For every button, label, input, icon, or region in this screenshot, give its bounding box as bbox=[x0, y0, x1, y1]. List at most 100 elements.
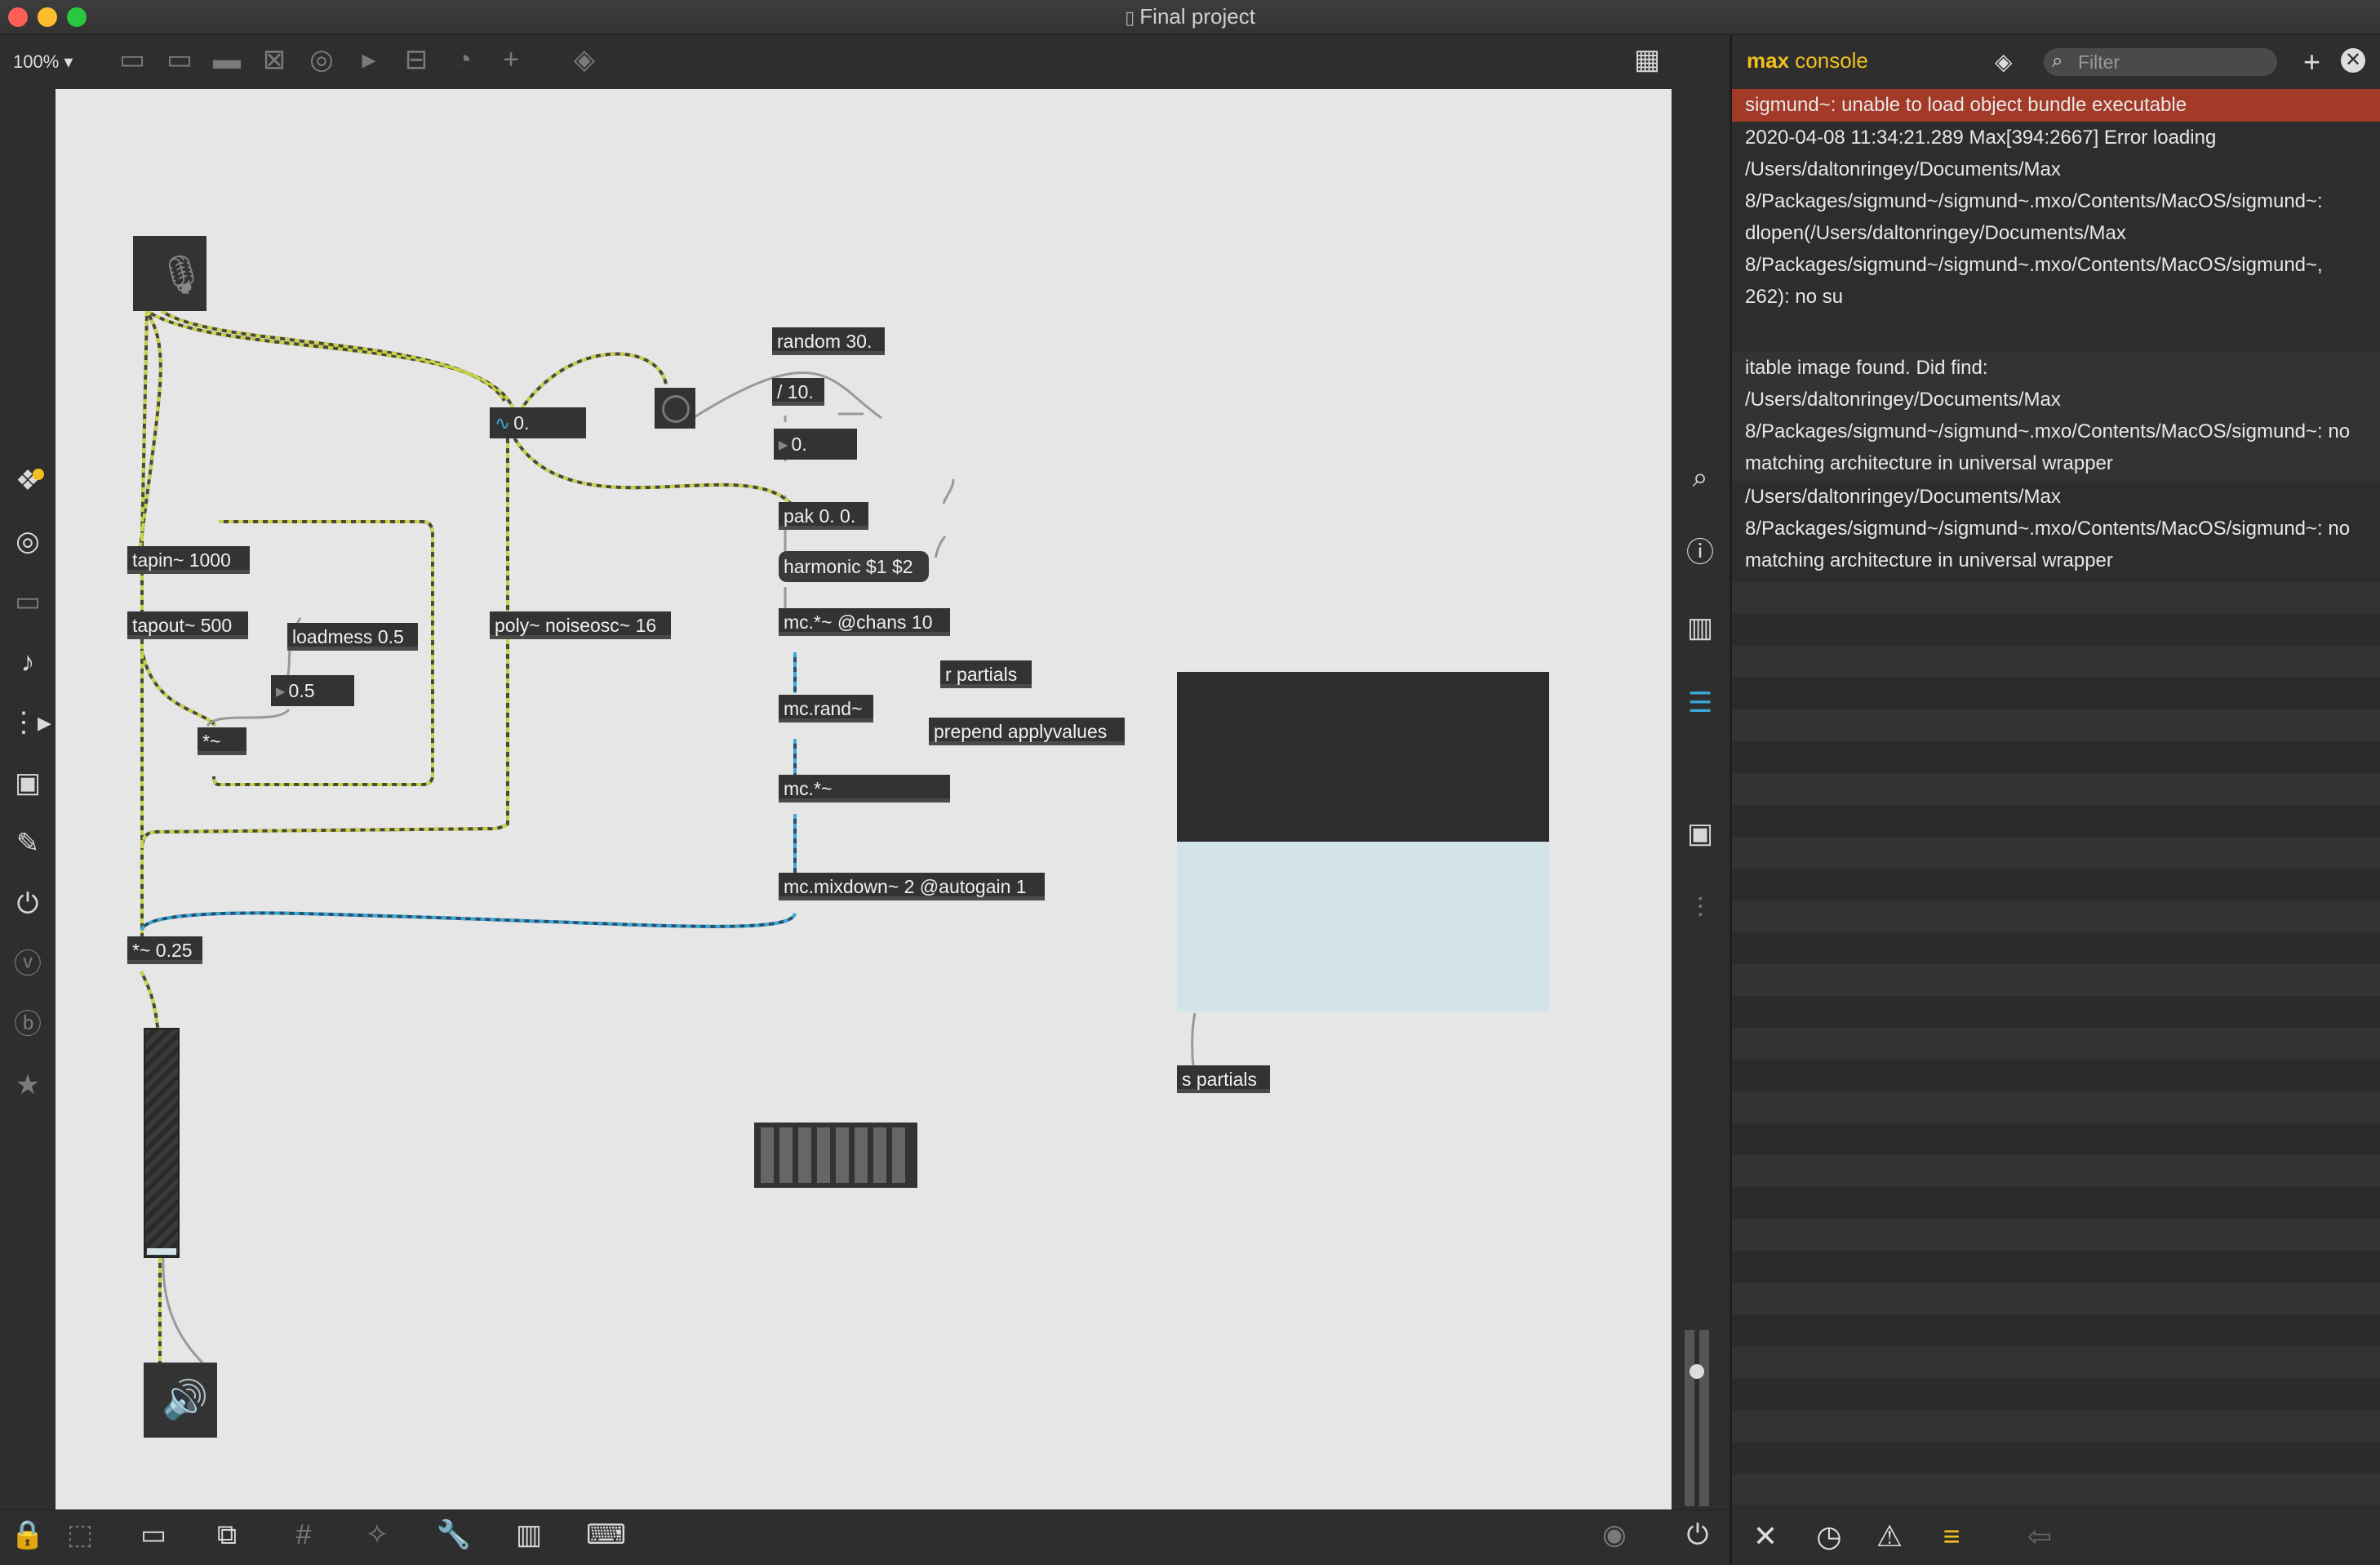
minimize-window-button[interactable] bbox=[38, 7, 57, 27]
snapshot-camera-icon[interactable]: ▣ bbox=[1686, 818, 1714, 849]
mc-mult-object[interactable]: mc.*~ bbox=[779, 775, 950, 803]
microphone-icon: 🎙 bbox=[158, 253, 206, 296]
beap-icon[interactable]: ⓑ bbox=[14, 1009, 42, 1040]
signal-number-value: 0. bbox=[513, 412, 530, 433]
button-object-icon[interactable]: ◎ bbox=[309, 44, 334, 75]
wrench-icon[interactable]: 🔧 bbox=[436, 1519, 472, 1550]
button-matrix[interactable] bbox=[754, 1123, 917, 1188]
music-note-icon[interactable]: ♪ bbox=[20, 647, 35, 678]
new-object-icon[interactable]: ▭ bbox=[118, 44, 146, 75]
target-icon[interactable]: ◎ bbox=[16, 526, 40, 557]
close-window-button[interactable] bbox=[8, 7, 28, 27]
audio-power-icon[interactable]: ⏻ bbox=[1686, 1519, 1709, 1550]
show-all-icon[interactable]: ≡ bbox=[1943, 1519, 1960, 1553]
piano-icon[interactable]: ▥ bbox=[515, 1519, 543, 1550]
divide-object[interactable]: / 10. bbox=[772, 378, 824, 406]
patcher-canvas[interactable]: 🎙 🔊 random 30. / 10. ▸0. pak 0. 0. harmo… bbox=[56, 89, 1672, 1509]
dac-speaker-object[interactable]: 🔊 bbox=[144, 1363, 217, 1438]
console-empty-row bbox=[1732, 1123, 2380, 1155]
clear-console-icon[interactable]: ✕ bbox=[1752, 1519, 1778, 1553]
mc-mixdown-object[interactable]: mc.mixdown~ 2 @autogain 1 bbox=[779, 873, 1045, 900]
gain-slider-level bbox=[147, 1248, 176, 1255]
console-filter-field[interactable]: ⌕ Filter bbox=[2044, 48, 2277, 76]
add-object-icon[interactable]: + bbox=[503, 44, 519, 75]
zoom-menu[interactable]: 100% ▾ bbox=[13, 51, 73, 72]
new-view-icon[interactable]: ⧉ bbox=[216, 1519, 238, 1550]
bang-button[interactable] bbox=[655, 388, 695, 429]
grid-icon[interactable]: # bbox=[295, 1519, 312, 1550]
console-message-1[interactable]: 2020-04-08 11:34:21.289 Max[394:2667] Er… bbox=[1732, 122, 2380, 352]
favorites-star-icon[interactable]: ★ bbox=[15, 1069, 41, 1100]
dial-icon[interactable]: ◔ bbox=[455, 44, 473, 75]
poly-noiseosc-object[interactable]: poly~ noiseosc~ 16 bbox=[490, 611, 671, 639]
timestamp-clock-icon[interactable]: ◷ bbox=[1816, 1519, 1842, 1553]
mult-signal-object[interactable]: *~ bbox=[198, 727, 246, 755]
console-list-icon[interactable]: ☰ bbox=[1687, 687, 1713, 718]
mc-rand-object[interactable]: mc.rand~ bbox=[779, 695, 873, 722]
paint-bucket-icon[interactable]: ◈ bbox=[573, 44, 596, 75]
autoconnect-icon[interactable]: ✧ bbox=[365, 1519, 389, 1550]
adc-microphone-object[interactable]: 🎙 bbox=[133, 236, 206, 311]
paperclip-icon[interactable]: ✎ bbox=[16, 828, 40, 859]
number-box-icon[interactable]: ▸ bbox=[362, 44, 376, 75]
console-empty-row bbox=[1732, 1187, 2380, 1219]
back-arrow-icon[interactable]: ⇦ bbox=[2027, 1519, 2053, 1553]
add-icon[interactable]: + bbox=[2303, 45, 2321, 78]
plug-icon[interactable]: ⏻ bbox=[16, 888, 39, 919]
toggle-icon[interactable]: ⊠ bbox=[262, 44, 286, 75]
grid-view-icon[interactable]: ▦ bbox=[1633, 44, 1661, 75]
close-console-icon[interactable]: ✕ bbox=[2341, 48, 2365, 73]
console-empty-row bbox=[1732, 1442, 2380, 1474]
zoom-window-button[interactable] bbox=[67, 7, 87, 27]
pak-object[interactable]: pak 0. 0. bbox=[779, 502, 868, 530]
console-empty-row bbox=[1732, 678, 2380, 709]
mult-quarter-object[interactable]: *~ 0.25 bbox=[127, 936, 202, 964]
multislider-values bbox=[1177, 842, 1549, 1011]
sequencer-icon[interactable]: ⋮▸ bbox=[10, 707, 52, 738]
level-meter-left bbox=[1685, 1330, 1694, 1506]
multislider-background bbox=[1177, 672, 1549, 842]
edit-mode-icon[interactable]: ⬚ bbox=[66, 1519, 94, 1550]
half-number-box[interactable]: ▸0.5 bbox=[271, 675, 354, 706]
console-error-row[interactable]: sigmund~: unable to load object bundle e… bbox=[1732, 89, 2380, 122]
console-empty-row bbox=[1732, 1314, 2380, 1346]
harmonic-message[interactable]: harmonic $1 $2 bbox=[779, 551, 929, 582]
reference-book-icon[interactable]: ▥ bbox=[1686, 612, 1714, 643]
float-number-box[interactable]: ▸0. bbox=[774, 429, 857, 460]
console-message-2[interactable]: itable image found. Did find: /Users/dal… bbox=[1732, 352, 2380, 481]
loadmess-object[interactable]: loadmess 0.5 bbox=[287, 623, 418, 651]
mixer-icon[interactable]: ⫶ bbox=[1696, 893, 1704, 924]
lock-icon[interactable]: 🔒 bbox=[10, 1519, 46, 1550]
speaker-icon: 🔊 bbox=[162, 1378, 209, 1421]
console-empty-row bbox=[1732, 1091, 2380, 1123]
info-icon[interactable]: ⓘ bbox=[1686, 537, 1714, 568]
tapin-object[interactable]: tapin~ 1000 bbox=[127, 546, 250, 574]
pin-icon[interactable]: ◈ bbox=[1995, 49, 2013, 74]
search-icon: ⌕ bbox=[2052, 50, 2063, 72]
tapout-object[interactable]: tapout~ 500 bbox=[127, 611, 248, 639]
comment-icon[interactable]: ▬ bbox=[213, 44, 241, 75]
console-empty-row bbox=[1732, 1474, 2380, 1505]
s-partials-object[interactable]: s partials bbox=[1177, 1065, 1270, 1093]
mc-mult-chans-object[interactable]: mc.*~ @chans 10 bbox=[779, 608, 950, 636]
prepend-object[interactable]: prepend applyvalues bbox=[929, 718, 1125, 745]
vizzie-icon[interactable]: ⓥ bbox=[14, 949, 42, 980]
volume-slider-handle[interactable] bbox=[1690, 1364, 1704, 1379]
console-empty-row bbox=[1732, 1346, 2380, 1378]
r-partials-object[interactable]: r partials bbox=[940, 660, 1032, 688]
signal-number-box[interactable]: ∿0. bbox=[490, 407, 586, 438]
gain-slider[interactable] bbox=[144, 1028, 180, 1258]
warning-icon[interactable]: ⚠ bbox=[1876, 1519, 1903, 1553]
image-icon[interactable]: ▣ bbox=[14, 767, 42, 798]
media-icon[interactable]: ▭ bbox=[14, 586, 42, 617]
random-object[interactable]: random 30. bbox=[772, 327, 885, 355]
keyboard-icon[interactable]: ⌨ bbox=[586, 1519, 627, 1550]
playback-icon[interactable]: ◉ bbox=[1602, 1519, 1627, 1550]
slider-icon[interactable]: ⊟ bbox=[404, 44, 428, 75]
multislider[interactable] bbox=[1177, 672, 1549, 1011]
search-icon[interactable]: ⌕ bbox=[1692, 462, 1708, 493]
presentation-icon[interactable]: ▭ bbox=[140, 1519, 167, 1550]
new-message-icon[interactable]: ▭ bbox=[166, 44, 193, 75]
console-empty-row bbox=[1732, 709, 2380, 741]
